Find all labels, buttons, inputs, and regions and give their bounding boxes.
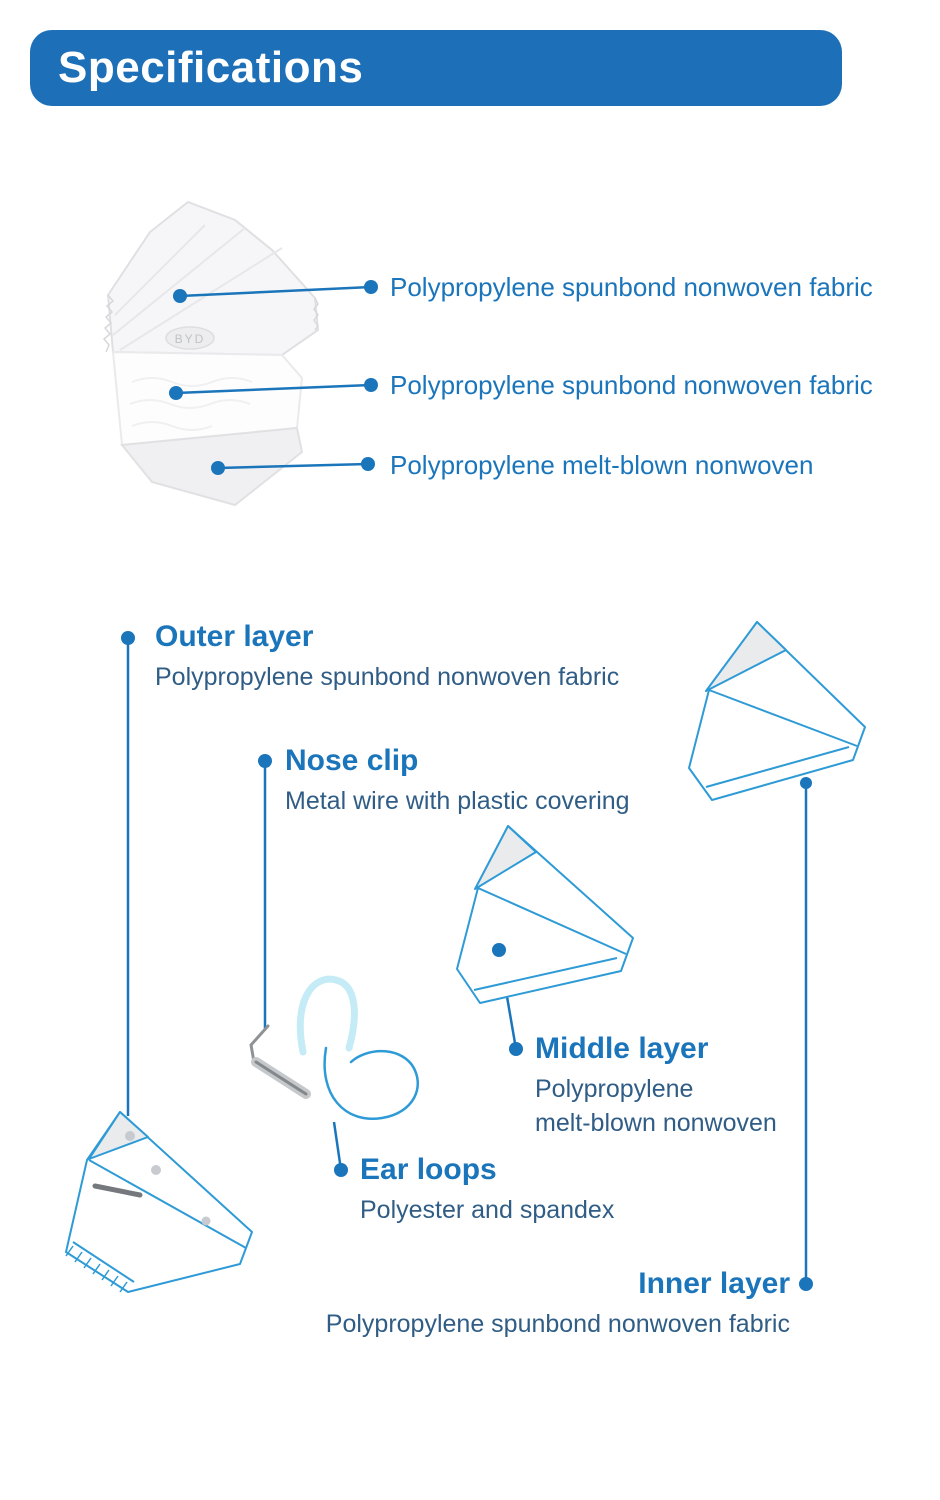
spec-inner-layer-title: Inner layer [638,1267,790,1300]
loop-weld-dot [151,1165,161,1175]
spec-outer-layer: Outer layer Polypropylene spunbond nonwo… [155,618,619,694]
loop-weld-dot [201,1216,211,1226]
page-title: Specifications [58,43,364,92]
spec-nose-clip-title: Nose clip [285,744,419,777]
mask-illustration-center [456,825,634,1004]
spec-ear-loops-desc: Polyester and spandex [360,1196,615,1224]
callout-line-3 [217,462,369,470]
nose-wire-inside-mask [92,1183,143,1198]
spec-middle-layer-desc-2: melt-blown nonwoven [535,1109,777,1137]
spec-middle-layer: Middle layer Polypropylene melt-blown no… [535,1030,777,1140]
spec-middle-layer-title: Middle layer [535,1032,709,1065]
header-banner: Specifications [30,30,842,106]
ear-loops-illustration [296,975,419,1121]
spec-middle-layer-desc-1: Polypropylene [535,1075,694,1103]
brand-stamp-text: BYD [175,332,206,346]
callout-label-meltblown: Polypropylene melt-blown nonwoven [390,450,814,480]
spec-nose-clip-desc: Metal wire with plastic covering [285,787,630,815]
mask-layers-photo: BYD [102,200,320,507]
connector-lines [126,285,808,1284]
callout-line-2 [175,383,372,395]
spec-inner-layer-desc: Polypropylene spunbond nonwoven fabric [325,1310,790,1338]
loop-weld-dot [125,1131,135,1141]
callout-label-spunbond-2: Polypropylene spunbond nonwoven fabric [390,370,873,400]
spec-inner-layer: Inner layer Polypropylene spunbond nonwo… [326,1265,790,1341]
spec-ear-loops-title: Ear loops [360,1153,497,1186]
spec-outer-layer-title: Outer layer [155,620,314,653]
spec-nose-clip: Nose clip Metal wire with plastic coveri… [285,742,630,818]
welded-edge-hatch [65,1245,128,1293]
nose-clip-illustration [249,1024,311,1099]
spec-outer-layer-desc: Polypropylene spunbond nonwoven fabric [155,663,620,691]
connector-dots [121,280,813,1291]
brand-stamp: BYD [165,326,215,350]
spec-ear-loops: Ear loops Polyester and spandex [360,1151,614,1227]
mask-illustration-bottom-left [65,1111,253,1293]
callout-line-1 [179,285,372,298]
ear-loops-line [332,1121,343,1171]
callout-label-spunbond-1: Polypropylene spunbond nonwoven fabric [390,272,873,302]
mask-illustration-top-right [688,621,866,801]
